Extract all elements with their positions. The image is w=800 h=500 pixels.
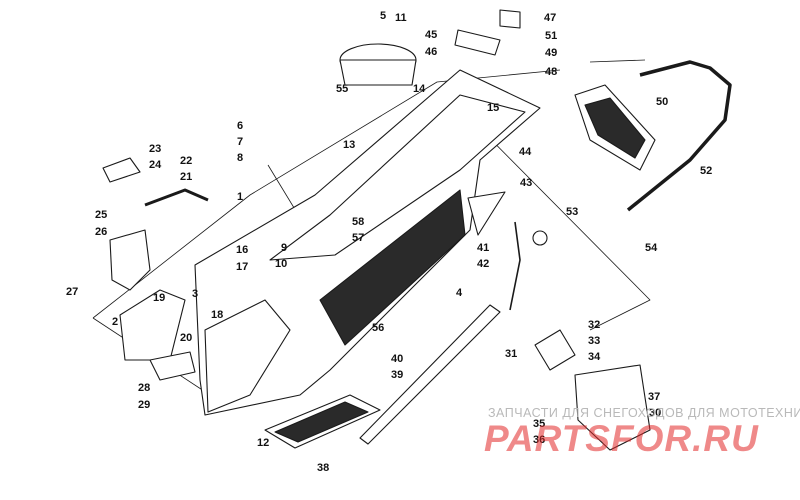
callout-15: 15 — [487, 102, 500, 114]
cap-5 — [532, 230, 548, 246]
callout-1: 1 — [237, 191, 244, 203]
callout-39: 39 — [391, 369, 404, 381]
callout-2: 2 — [112, 316, 119, 328]
callout-51: 51 — [545, 30, 558, 42]
callout-5: 5 — [380, 10, 387, 22]
callout-43: 43 — [520, 177, 533, 189]
callout-6: 6 — [237, 120, 244, 132]
callout-36: 36 — [533, 434, 546, 446]
callout-49: 49 — [545, 47, 558, 59]
callout-16: 16 — [236, 244, 249, 256]
callout-21: 21 — [180, 171, 193, 183]
bracket-41 — [467, 191, 506, 236]
callout-52: 52 — [700, 165, 713, 177]
callout-33: 33 — [588, 335, 601, 347]
footrest-2 — [119, 289, 186, 361]
callout-46: 46 — [425, 46, 438, 58]
callout-23: 23 — [149, 143, 162, 155]
callout-13: 13 — [343, 139, 356, 151]
callout-57: 57 — [352, 232, 365, 244]
callout-17: 17 — [236, 261, 249, 273]
bracket-23 — [102, 157, 141, 183]
callout-44: 44 — [519, 146, 532, 158]
plate-28 — [149, 351, 196, 381]
callout-11: 11 — [395, 12, 407, 24]
callout-32: 32 — [588, 319, 601, 331]
mud-guard — [574, 364, 651, 451]
callout-50: 50 — [656, 96, 669, 108]
callout-18: 18 — [211, 309, 224, 321]
callout-4: 4 — [456, 287, 463, 299]
watermark-logo: PARTSFOR.RU — [484, 418, 759, 459]
callout-34: 34 — [588, 351, 601, 363]
callout-40: 40 — [391, 353, 404, 365]
cap-46 — [454, 29, 501, 56]
callout-31: 31 — [505, 348, 518, 360]
callout-54: 54 — [645, 242, 658, 254]
heat-shield — [109, 229, 151, 291]
callout-20: 20 — [180, 332, 193, 344]
watermark-caption: ЗАПЧАСТИ ДЛЯ СНЕГОХОДОВ ДЛЯ МОТОТЕХНИКИ — [488, 406, 800, 420]
callout-48: 48 — [545, 66, 558, 78]
rear-bumper — [626, 60, 732, 212]
callout-10: 10 — [275, 258, 288, 270]
tail-light — [574, 84, 656, 171]
callout-25: 25 — [95, 209, 108, 221]
callout-19: 19 — [153, 292, 166, 304]
callout-42: 42 — [477, 258, 490, 270]
callout-26: 26 — [95, 226, 108, 238]
callout-14: 14 — [413, 83, 426, 95]
callout-47: 47 — [544, 12, 557, 24]
seat — [339, 43, 417, 86]
callout-24: 24 — [149, 159, 162, 171]
cover-31 — [534, 329, 576, 371]
tunnel-chassis — [194, 69, 541, 416]
callout-37: 37 — [648, 391, 661, 403]
callout-55: 55 — [336, 83, 349, 95]
callout-30: 30 — [649, 407, 662, 419]
callout-28: 28 — [138, 382, 151, 394]
callout-12: 12 — [257, 437, 270, 449]
strap-42 — [509, 221, 521, 311]
callout-56: 56 — [372, 322, 385, 334]
callout-22: 22 — [180, 155, 193, 167]
callout-29: 29 — [138, 399, 151, 411]
callout-7: 7 — [237, 136, 244, 148]
callout-8: 8 — [237, 152, 244, 164]
clip-47 — [499, 9, 521, 29]
callout-58: 58 — [352, 216, 365, 228]
callout-27: 27 — [66, 286, 79, 298]
callout-38: 38 — [317, 462, 330, 474]
rail-strip — [359, 304, 501, 445]
callout-35: 35 — [533, 418, 546, 430]
callout-53: 53 — [566, 206, 579, 218]
callout-3: 3 — [192, 288, 199, 300]
callout-45: 45 — [425, 29, 438, 41]
callout-9: 9 — [281, 242, 288, 254]
callout-41: 41 — [477, 242, 490, 254]
handle-21 — [144, 188, 209, 207]
